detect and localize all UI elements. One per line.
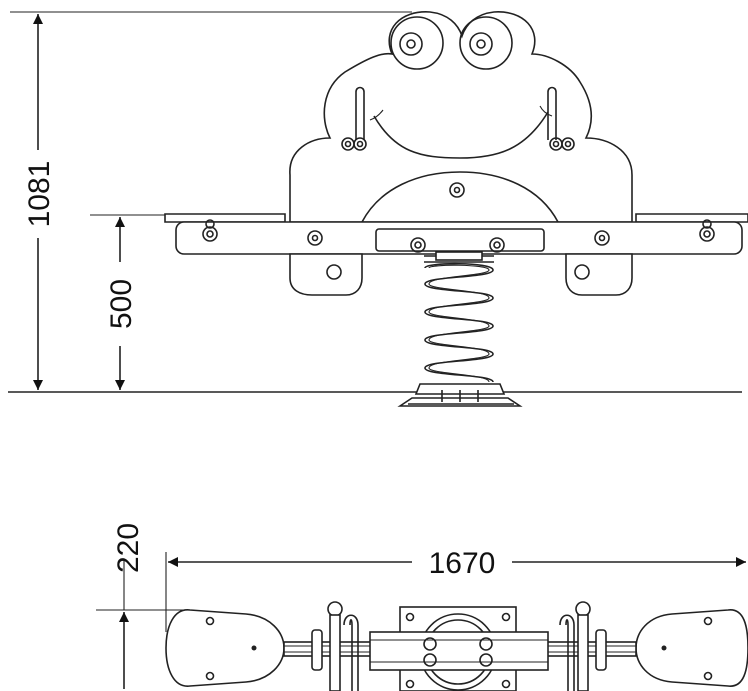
dimension-length bbox=[165, 552, 746, 632]
top-center-base bbox=[369, 606, 549, 691]
dimension-label-seat-height: 500 bbox=[105, 279, 138, 329]
frog-belly bbox=[361, 171, 559, 223]
spring-mount bbox=[375, 228, 545, 252]
left-seat-pad bbox=[165, 609, 285, 687]
right-seat bbox=[635, 213, 748, 223]
left-eye bbox=[390, 16, 444, 70]
left-seat bbox=[164, 213, 286, 223]
front-view: 1081 500 bbox=[8, 11, 748, 407]
spring bbox=[424, 251, 494, 383]
dimension-label-width: 220 bbox=[112, 523, 145, 573]
right-eye bbox=[459, 16, 513, 70]
top-right-handle bbox=[559, 601, 607, 691]
spring-base bbox=[397, 383, 523, 407]
top-left-handle bbox=[311, 601, 359, 691]
frog-body bbox=[289, 11, 633, 223]
dimension-seat-height bbox=[90, 214, 165, 390]
dimension-label-total-height: 1081 bbox=[23, 161, 56, 228]
dimension-width bbox=[96, 560, 190, 689]
frog-smile bbox=[373, 111, 549, 159]
right-seat-pad bbox=[635, 609, 748, 687]
dimension-label-length: 1670 bbox=[429, 547, 496, 580]
top-view: 1670 220 bbox=[96, 523, 748, 691]
left-foot bbox=[289, 253, 363, 296]
right-handle bbox=[547, 86, 575, 151]
left-handle bbox=[341, 86, 367, 151]
beam-bolts bbox=[202, 219, 715, 253]
dimension-total-height bbox=[10, 11, 412, 390]
